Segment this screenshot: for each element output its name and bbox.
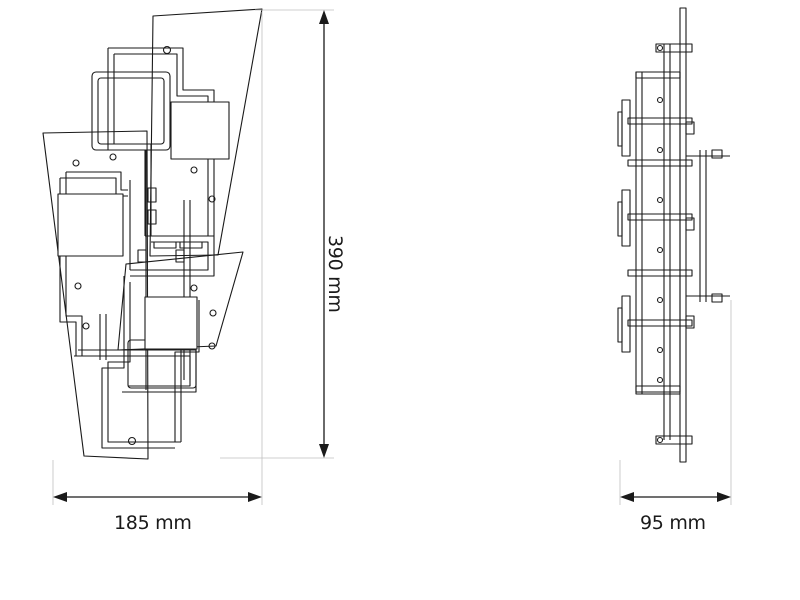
screw-holes (72, 45, 217, 446)
rod-loop-large-inner (97, 77, 165, 145)
rod-loop-large (91, 71, 171, 151)
front-view (42, 8, 263, 460)
side-rods (627, 43, 693, 445)
width-dimension-label: 185 mm (114, 512, 192, 534)
height-dimension-label: 390 mm (324, 235, 346, 313)
side-view (617, 7, 730, 463)
wall-bracket (686, 150, 730, 302)
lamp-block-bottom (144, 296, 198, 350)
back-plate-left (42, 130, 149, 460)
width-dimension (52, 12, 263, 505)
depth-dimension (619, 300, 732, 505)
height-dimension (220, 9, 334, 459)
lamp-block-left (57, 193, 124, 257)
back-plate-bottom (117, 251, 244, 351)
lamp-block-top (170, 101, 230, 160)
segment-bars (137, 187, 203, 263)
side-lamp-shades (617, 99, 631, 353)
rod-end-caps (656, 44, 695, 444)
wall-plate (679, 7, 687, 463)
side-backplate (635, 71, 681, 395)
depth-dimension-label: 95 mm (640, 512, 706, 534)
